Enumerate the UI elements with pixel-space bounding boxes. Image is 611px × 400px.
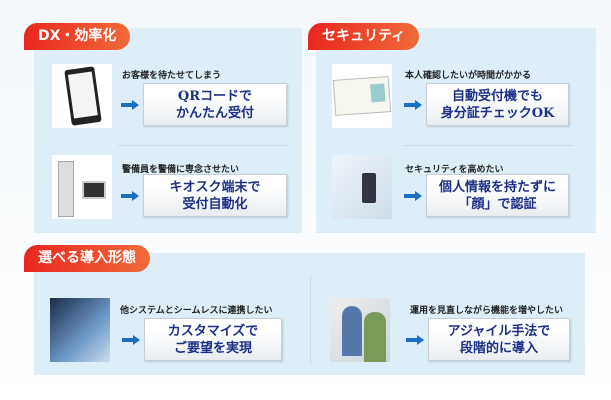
arrow-right-icon	[121, 191, 139, 201]
solution-line-1: アジャイル手法で	[447, 324, 551, 339]
solution-box: カスタマイズで ご要望を実現	[144, 318, 282, 361]
solution-line-2: 受付自動化	[182, 197, 248, 212]
problem-caption: お客様を待たせてしまう	[122, 71, 222, 81]
digital-hand-image	[50, 298, 110, 362]
divider	[118, 145, 288, 146]
solution-box: 個人情報を持たずに 「顔」で認証	[426, 174, 569, 217]
team-at-laptop-image	[330, 298, 390, 362]
problem-caption: 警備員を警備に専念させたい	[122, 165, 240, 175]
solution-box: アジャイル手法で 段階的に導入	[428, 318, 570, 361]
id-card-image	[332, 64, 392, 128]
solution-line-1: キオスク端末で	[169, 180, 261, 195]
solution-line-2: 段階的に導入	[459, 341, 538, 356]
solution-box: キオスク端末で 受付自動化	[143, 174, 287, 217]
solution-line-2: かんたん受付	[175, 106, 254, 121]
solution-line-1: 個人情報を持たずに	[438, 180, 556, 195]
face-recognition-image	[332, 155, 392, 219]
solution-line-2: 「顔」で認証	[458, 197, 537, 212]
solution-box: QRコードで かんたん受付	[143, 83, 287, 126]
divider	[310, 275, 311, 365]
arrow-right-icon	[404, 100, 422, 110]
arrow-right-icon	[122, 335, 140, 345]
kiosk-terminal-image	[52, 155, 112, 219]
divider	[404, 145, 574, 146]
solution-box: 自動受付機でも 身分証チェックOK	[426, 83, 569, 126]
solution-line-1: カスタマイズで	[167, 324, 259, 339]
section-deployment-badge: 選べる導入形態	[24, 245, 150, 272]
arrow-right-icon	[121, 100, 139, 110]
arrow-right-icon	[404, 191, 422, 201]
problem-caption: 本人確認したいが時間がかかる	[405, 71, 532, 81]
arrow-right-icon	[406, 335, 424, 345]
problem-caption: セキュリティを高めたい	[405, 165, 504, 175]
section-security-badge: セキュリティ	[308, 23, 420, 50]
solution-line-1: QRコードで	[177, 89, 253, 104]
problem-caption: 他システムとシームレスに連携したい	[120, 306, 273, 316]
solution-line-2: 身分証チェックOK	[440, 106, 555, 121]
problem-caption: 運用を見直しながら機能を増やしたい	[410, 306, 564, 316]
smartphone-qr-image	[52, 64, 112, 128]
section-dx-badge: DX・効率化	[24, 23, 131, 50]
solution-line-2: ご要望を実現	[173, 341, 252, 356]
solution-line-1: 自動受付機でも	[451, 89, 543, 104]
